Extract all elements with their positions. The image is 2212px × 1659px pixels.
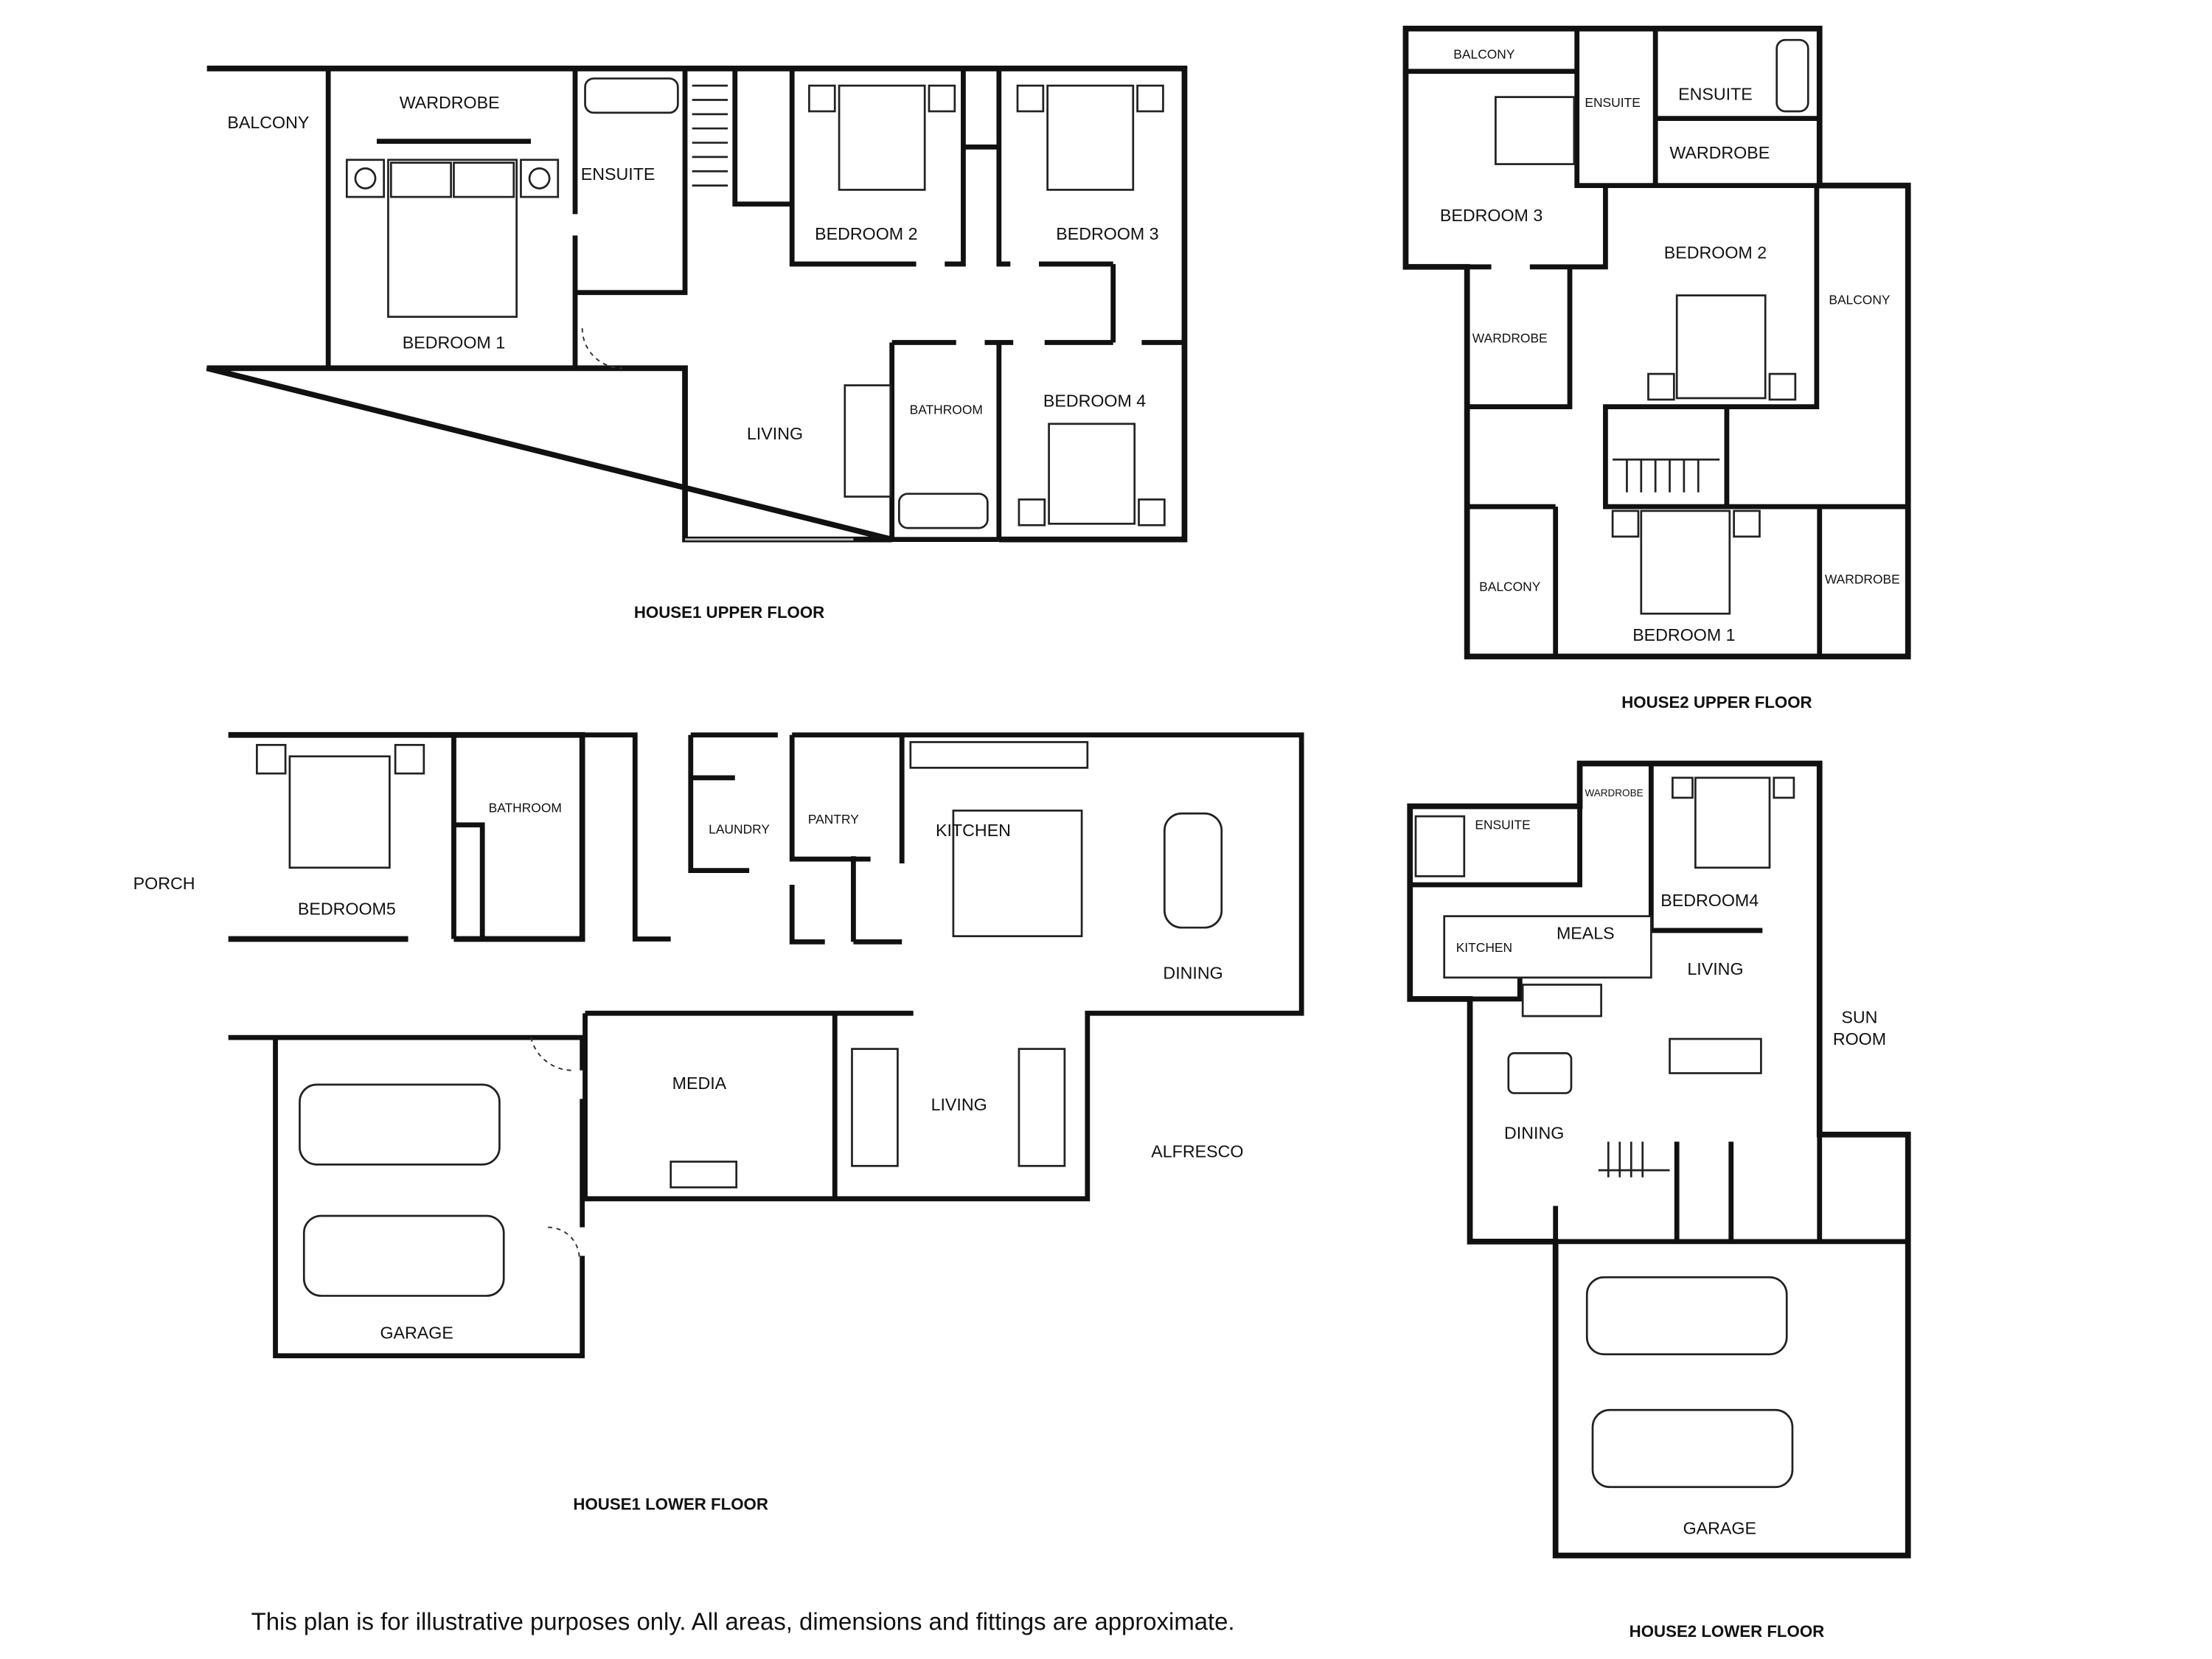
room-label: ROOM	[1833, 1029, 1886, 1048]
house1-lower-floor: PORCH BEDROOM5 BATHROOM LAUNDRY PANTRY K…	[133, 731, 1304, 1514]
room-label: BALCONY	[1453, 46, 1515, 61]
room-label: BEDROOM 3	[1056, 224, 1158, 243]
house2-upper-floor: BALCONY ENSUITE ENSUITE WARDROBE BEDROOM…	[1402, 25, 1911, 712]
room-label: PANTRY	[808, 812, 859, 827]
room-label: WARDROBE	[1669, 143, 1770, 162]
room-label: DINING	[1163, 964, 1222, 983]
house2-lower-floor: ENSUITE WARDROBE BEDROOM4 KITCHEN MEALS …	[1407, 760, 1911, 1641]
room-label: ENSUITE	[1585, 95, 1640, 110]
room-label: KITCHEN	[1456, 940, 1512, 955]
room-label: KITCHEN	[936, 821, 1011, 840]
room-label: WARDROBE	[1825, 572, 1900, 587]
room-label: ENSUITE	[581, 164, 655, 184]
room-label: WARDROBE	[1585, 787, 1643, 799]
house1-upper-floor: BALCONY WARDROBE ENSUITE BEDROOM 1 BEDRO…	[206, 66, 1188, 622]
room-label: MEDIA	[672, 1074, 727, 1093]
room-label: BEDROOM 2	[1664, 243, 1767, 262]
room-label: ENSUITE	[1475, 818, 1530, 832]
room-label: MEALS	[1557, 924, 1615, 943]
room-label: BEDROOM 4	[1043, 392, 1146, 411]
room-label: WARDROBE	[1472, 331, 1548, 346]
disclaimer-text: This plan is for illustrative purposes o…	[251, 1607, 1235, 1635]
room-label: BEDROOM 1	[1632, 625, 1735, 644]
room-label: SUN	[1841, 1008, 1877, 1027]
room-label: LAUNDRY	[709, 821, 770, 836]
room-label: BATHROOM	[910, 402, 983, 417]
room-label: BEDROOM5	[298, 900, 396, 919]
room-label: ENSUITE	[1678, 84, 1753, 103]
room-label: WARDROBE	[400, 93, 500, 112]
room-label: BATHROOM	[489, 800, 562, 815]
room-label: BALCONY	[227, 113, 309, 132]
room-label: BEDROOM4	[1660, 891, 1759, 910]
plan-title: HOUSE1 LOWER FLOOR	[573, 1495, 768, 1514]
room-label: DINING	[1504, 1124, 1564, 1143]
room-label: BALCONY	[1829, 292, 1891, 307]
room-label: LIVING	[931, 1095, 987, 1114]
room-label: GARAGE	[380, 1323, 453, 1342]
room-label: LIVING	[1687, 959, 1743, 978]
room-label: LIVING	[747, 424, 803, 443]
plan-title: HOUSE2 LOWER FLOOR	[1630, 1622, 1825, 1641]
room-label: BEDROOM 1	[403, 333, 505, 352]
room-label: BALCONY	[1479, 579, 1541, 594]
room-label: ALFRESCO	[1151, 1142, 1243, 1161]
room-label: GARAGE	[1683, 1519, 1756, 1538]
plan-title: HOUSE2 UPPER FLOOR	[1621, 693, 1812, 712]
room-label: BEDROOM 2	[815, 224, 917, 243]
room-label: PORCH	[133, 874, 195, 893]
plan-title: HOUSE1 UPPER FLOOR	[634, 603, 824, 622]
room-label: BEDROOM 3	[1440, 206, 1543, 225]
